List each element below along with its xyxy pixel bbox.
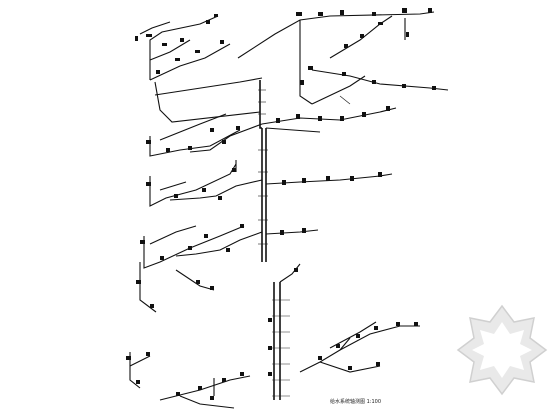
lower-riser-stack bbox=[268, 263, 301, 400]
star-badge-icon bbox=[452, 300, 552, 400]
branch-top-right bbox=[237, 8, 449, 105]
branch-bottom-right bbox=[299, 321, 420, 373]
branch-level-2 bbox=[146, 106, 397, 157]
branch-bottom-left bbox=[126, 352, 251, 409]
diagram-caption: 给水系统轴测图 1:100 bbox=[330, 398, 381, 405]
branch-level-3 bbox=[146, 160, 393, 207]
main-riser bbox=[258, 80, 268, 262]
branch-top-left bbox=[135, 14, 263, 123]
branch-level-4 bbox=[136, 224, 319, 313]
